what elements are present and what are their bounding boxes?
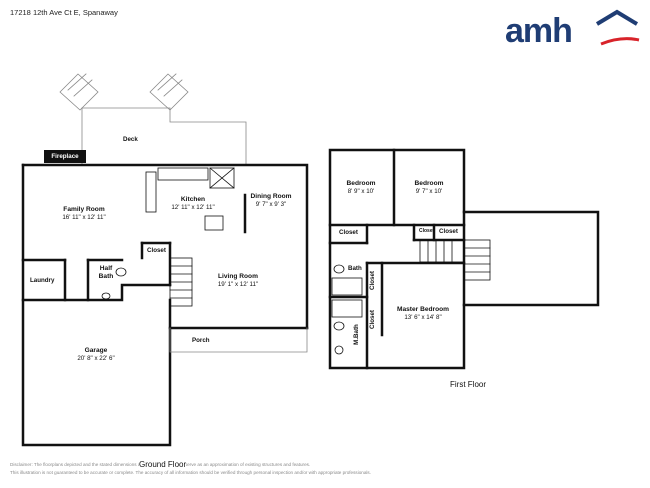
kitchen-dims: 12' 11" x 12' 11" — [171, 204, 215, 211]
family-room-label: Family Room 16' 11" x 12' 11" — [62, 206, 105, 222]
closet-5-label: Closet — [368, 310, 376, 329]
kitchen-label: Kitchen 12' 11" x 12' 11" — [171, 196, 214, 212]
bedroom-2-label: Bedroom 9' 7" x 10' — [415, 180, 444, 196]
logo-wordmark: amh — [505, 12, 573, 50]
garage-dims: 20' 8" x 22' 6" — [77, 355, 115, 362]
disclaimer-line-1: Disclaimer: The floorplans depicted and … — [10, 462, 311, 467]
ground-closet-label: Closet — [147, 247, 166, 254]
garage-name: Garage — [84, 347, 108, 354]
bedroom-1-label: Bedroom 8' 9" x 10' — [347, 180, 376, 196]
closet-4-label: Closet — [368, 271, 376, 290]
half-bath-label: Half Bath — [92, 265, 120, 281]
m-bath-label: M.Bath — [352, 324, 360, 345]
disclaimer-line-2: This illustration is not guaranteed to b… — [10, 470, 371, 475]
dining-room-name: Dining Room — [250, 193, 292, 200]
closet-3-label: Closet — [439, 228, 458, 235]
bedroom-1-name: Bedroom — [346, 180, 376, 187]
disclaimer: Disclaimer: The floorplans depicted and … — [10, 461, 530, 477]
ground-floor-walls — [21, 163, 309, 447]
kitchen-name: Kitchen — [180, 196, 206, 203]
first-floor-label: First Floor — [450, 380, 486, 389]
porch-outline — [169, 327, 308, 353]
bedroom-1-dims: 8' 9" x 10' — [347, 188, 375, 195]
ground-floor-label: Ground Floor — [139, 460, 187, 469]
bedroom-2-dims: 9' 7" x 10' — [415, 188, 443, 195]
fireplace-label: Fireplace — [44, 150, 86, 163]
family-room-name: Family Room — [63, 206, 105, 213]
dining-room-dims: 9' 7" x 9' 3" — [255, 201, 287, 208]
garage-label: Garage 20' 8" x 22' 6" — [77, 347, 114, 363]
deck-outline — [59, 73, 247, 166]
living-room-name: Living Room — [218, 273, 258, 280]
bedroom-2-name: Bedroom — [414, 180, 444, 187]
dining-room-label: Dining Room 9' 7" x 9' 3" — [250, 193, 291, 209]
deck-label: Deck — [123, 136, 138, 143]
closet-2-label: Closet — [419, 228, 435, 234]
house-roof-icon — [595, 9, 640, 46]
master-bedroom-label: Master Bedroom 13' 6" x 14' 8" — [397, 306, 449, 322]
property-address: 17218 12th Ave Ct E, Spanaway — [10, 8, 118, 17]
first-stairs — [419, 239, 491, 281]
living-room-dims: 19' 1" x 12' 11" — [217, 281, 259, 288]
living-room-label: Living Room 19' 1" x 12' 11" — [218, 273, 258, 289]
half-bath-name: Half Bath — [98, 265, 114, 280]
amh-logo: amh — [505, 8, 640, 56]
kitchen-fixtures — [145, 167, 235, 231]
master-bedroom-name: Master Bedroom — [396, 306, 450, 313]
bath-fixtures — [101, 264, 363, 355]
ground-stairs — [169, 257, 193, 307]
bath-label: Bath — [348, 265, 362, 272]
porch-label: Porch — [192, 337, 210, 344]
laundry-label: Laundry — [30, 277, 55, 284]
family-room-dims: 16' 11" x 12' 11" — [62, 214, 106, 221]
master-bedroom-dims: 13' 6" x 14' 8" — [404, 314, 442, 321]
closet-1-label: Closet — [339, 229, 358, 236]
